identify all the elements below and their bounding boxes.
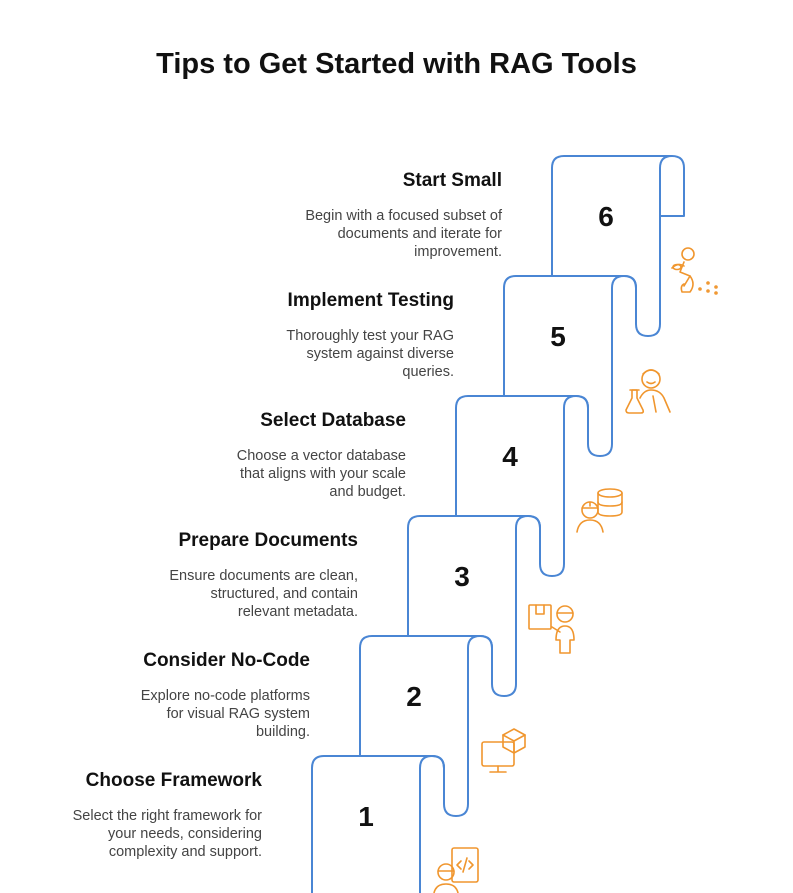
step-6-number: 6 [598, 201, 614, 232]
monitor-cube-icon [481, 728, 526, 773]
step-6-scroll [551, 155, 685, 337]
step-2-scroll [359, 635, 493, 817]
step-6-description: Begin with a focused subset of documents… [305, 208, 502, 260]
step-4-description: Choose a vector database that aligns wit… [236, 448, 406, 500]
step-1-description: Select the right framework for your need… [72, 808, 262, 860]
step-3-number: 3 [454, 561, 470, 592]
step-2-description: Explore no-code platforms for visual RAG… [140, 688, 310, 740]
step-3-title: Prepare Documents [178, 530, 358, 551]
step-1-number: 1 [358, 801, 374, 832]
worker-box-icon [528, 604, 575, 654]
step-5-scroll [503, 275, 637, 457]
step-5-number: 5 [550, 321, 566, 352]
step-3-scroll [407, 515, 541, 697]
step-2-number: 2 [406, 681, 422, 712]
step-4-number: 4 [502, 441, 518, 472]
step-5-title: Implement Testing [287, 290, 454, 311]
page-title: Tips to Get Started with RAG Tools [156, 48, 637, 80]
step-4-scroll [455, 395, 589, 577]
developer-code-icon [433, 847, 479, 893]
step-3-description: Ensure documents are clean, structured, … [169, 568, 358, 620]
scientist-flask-icon [625, 369, 671, 414]
step-2-title: Consider No-Code [143, 650, 310, 671]
step-4-title: Select Database [260, 410, 406, 431]
step-1-scroll [311, 755, 445, 893]
step-1-title: Choose Framework [85, 770, 262, 791]
person-watering-icon [671, 247, 718, 295]
worker-database-icon [576, 488, 623, 533]
step-6-title: Start Small [402, 170, 502, 191]
step-5-description: Thoroughly test your RAG system against … [286, 328, 454, 380]
